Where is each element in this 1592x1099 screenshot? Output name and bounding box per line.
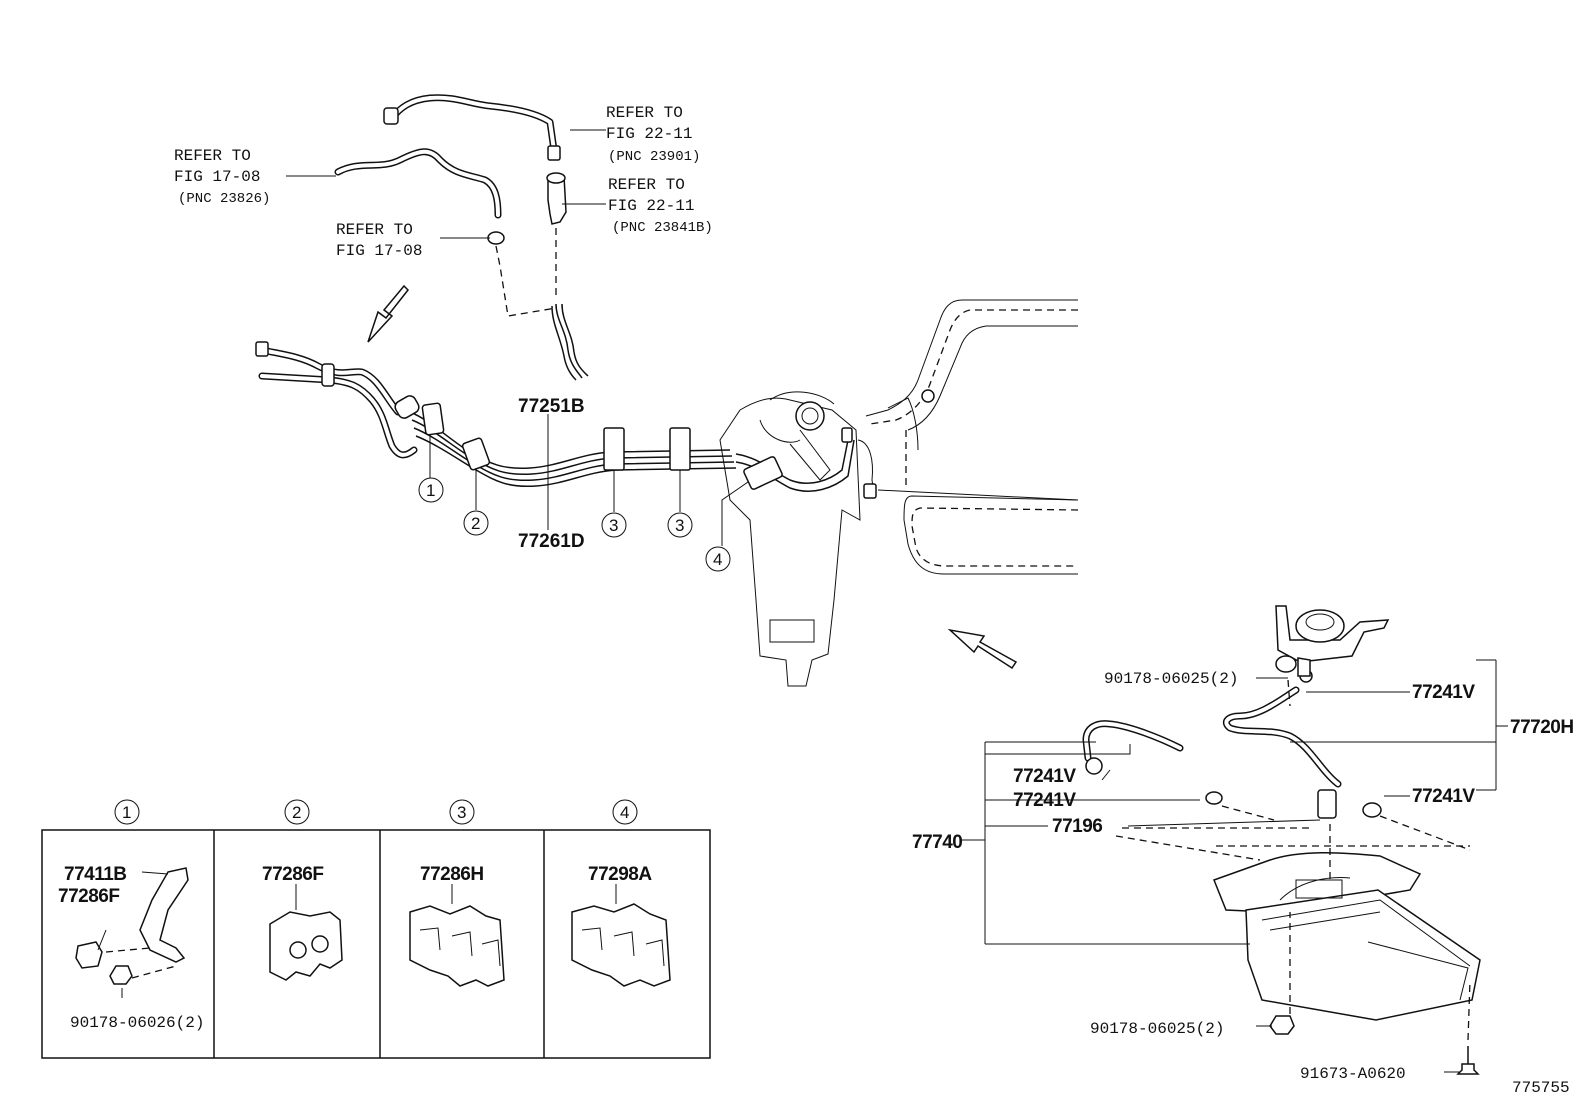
- callout-1: 1: [426, 481, 435, 500]
- callout-3a: 3: [609, 516, 618, 535]
- ref1-line1: REFER TO: [606, 104, 683, 122]
- table-header-3: 3: [457, 803, 466, 822]
- ref3-line2: FIG 22-11: [608, 197, 694, 215]
- reference-leaders: [286, 129, 606, 239]
- label-77196: 77196: [1052, 816, 1102, 837]
- cell4-label-a: 77298A: [588, 864, 652, 885]
- label-91673: 91673-A0620: [1300, 1065, 1406, 1083]
- detail-table: 1 2 3 4 77411B 77286F 90178-06026(2) 772…: [41, 799, 711, 1059]
- callout-4: 4: [713, 550, 722, 569]
- canister-assembly: [1082, 605, 1481, 1075]
- callout-circle-3a: [601, 512, 627, 538]
- callout-3b: 3: [675, 516, 684, 535]
- ref2-pnc: (PNC 23826): [178, 191, 270, 207]
- cell1-label-b: 77286F: [58, 886, 119, 907]
- part-77261D: 77261D: [518, 531, 585, 552]
- figure-id: 775755: [1512, 1079, 1570, 1097]
- label-77241V-b: 77241V: [1412, 786, 1475, 807]
- label-77720H: 77720H: [1510, 717, 1574, 738]
- table-header-1: 1: [122, 803, 131, 822]
- table-header-circle-2: [284, 799, 310, 825]
- ref2-line2: FIG 17-08: [174, 168, 260, 186]
- reference-texts: REFER TO FIG 22-11 (PNC 23901) REFER TO …: [174, 104, 713, 260]
- table-header-circle-4: [612, 799, 638, 825]
- ref3-pnc: (PNC 23841B): [612, 220, 713, 236]
- callout-circle-1: [418, 477, 444, 503]
- canister-labels: 90178-06025(2) 77241V 77720H 77241V 7724…: [912, 670, 1574, 1083]
- ref1-pnc: (PNC 23901): [608, 149, 700, 165]
- label-77241V-a: 77241V: [1412, 682, 1475, 703]
- main-leaders: [429, 414, 749, 546]
- cell1-label-a: 77411B: [64, 864, 127, 885]
- cell1-label-c: 90178-06026(2): [70, 1014, 204, 1032]
- label-90178-top: 90178-06025(2): [1104, 670, 1238, 688]
- label-90178-bottom: 90178-06025(2): [1090, 1020, 1224, 1038]
- cell3-label-a: 77286H: [420, 864, 484, 885]
- table-header-circle-3: [449, 799, 475, 825]
- label-77241V-c: 77241V: [1013, 766, 1076, 787]
- ref2-line1: REFER TO: [174, 147, 251, 165]
- ref4-line2: FIG 17-08: [336, 242, 422, 260]
- upper-hoses: [334, 94, 1018, 670]
- fuel-tube-assembly: [255, 341, 855, 492]
- label-77241V-d: 77241V: [1013, 790, 1076, 811]
- callout-circle-4: [705, 546, 731, 572]
- ref1-line2: FIG 22-11: [606, 125, 692, 143]
- table-header-4: 4: [620, 803, 629, 822]
- fuel-tank-outline: [719, 299, 1079, 687]
- callout-circle-2: [463, 510, 489, 536]
- callout-2: 2: [471, 514, 480, 533]
- table-header-2: 2: [292, 803, 301, 822]
- main-labels: 77251B 77261D 1 2 3 3 4: [418, 396, 731, 572]
- label-77740: 77740: [912, 832, 962, 853]
- ref4-line1: REFER TO: [336, 221, 413, 239]
- callout-circle-3b: [667, 512, 693, 538]
- canister-leaders: [960, 659, 1508, 1073]
- cell2-label-a: 77286F: [262, 864, 323, 885]
- table-header-circle-1: [114, 799, 140, 825]
- ref3-line1: REFER TO: [608, 176, 685, 194]
- part-77251B: 77251B: [518, 396, 585, 417]
